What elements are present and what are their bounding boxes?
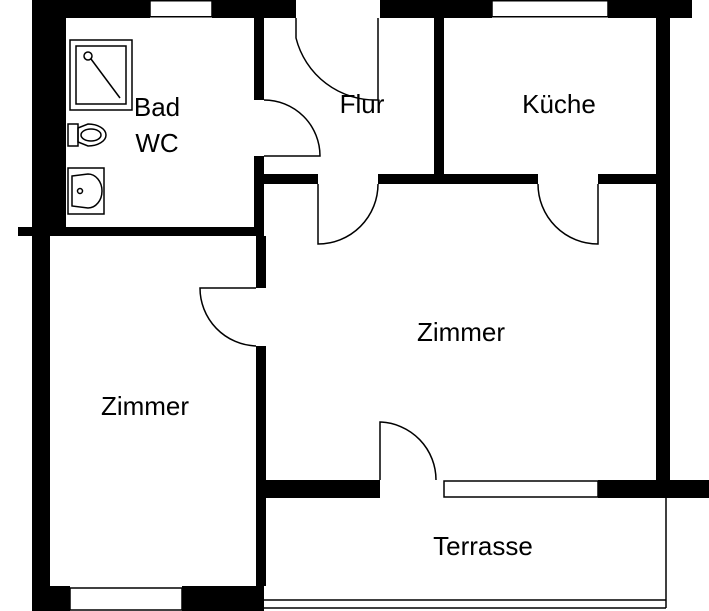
room-label-kueche: Küche — [522, 89, 596, 119]
toilet-icon — [67, 123, 107, 147]
room-label-wc: WC — [135, 128, 178, 158]
room-label-zimmer-main: Zimmer — [417, 317, 505, 347]
wall-left-stub — [18, 227, 68, 236]
walls — [18, 0, 709, 611]
wall-zimmer-top-a — [264, 174, 318, 184]
sink-icon — [67, 167, 105, 215]
wall-zimmer-top-b — [378, 174, 538, 184]
window-terrace — [443, 480, 599, 498]
wall-bottom-mid — [182, 586, 264, 611]
wall-flur-kueche — [434, 0, 444, 182]
door-entrance — [295, 18, 379, 101]
wall-middle-upper — [256, 236, 266, 288]
door-terrace — [379, 421, 437, 481]
room-label-flur: Flur — [340, 89, 385, 119]
door-kueche-zimmer — [537, 183, 599, 245]
wall-left-lower — [32, 236, 50, 586]
shower-icon — [69, 39, 133, 111]
wall-bath-right-top — [254, 0, 264, 100]
window-top-bath — [149, 0, 213, 18]
wall-middle-lower — [256, 346, 266, 586]
windows — [69, 0, 667, 611]
door-bath — [263, 99, 321, 157]
wall-bath-right-bottom — [254, 156, 264, 236]
room-label-bad: Bad — [134, 92, 180, 122]
wall-terrace-right — [598, 480, 709, 498]
door-flur-zimmer — [317, 183, 379, 245]
window-top-kueche — [491, 0, 609, 18]
room-label-zimmer-left: Zimmer — [101, 391, 189, 421]
wall-right — [656, 0, 670, 480]
wall-left-bath — [32, 0, 66, 236]
wall-top-right-b — [608, 0, 692, 18]
wall-terrace-left — [264, 480, 380, 498]
window-bottom-left — [69, 587, 183, 611]
door-left-zimmer — [199, 287, 257, 347]
wall-bath-bottom — [66, 227, 264, 236]
room-label-terrasse: Terrasse — [433, 531, 533, 561]
doors — [199, 18, 599, 481]
wall-bottom-left — [32, 586, 70, 611]
wall-zimmer-top-c — [598, 174, 658, 184]
